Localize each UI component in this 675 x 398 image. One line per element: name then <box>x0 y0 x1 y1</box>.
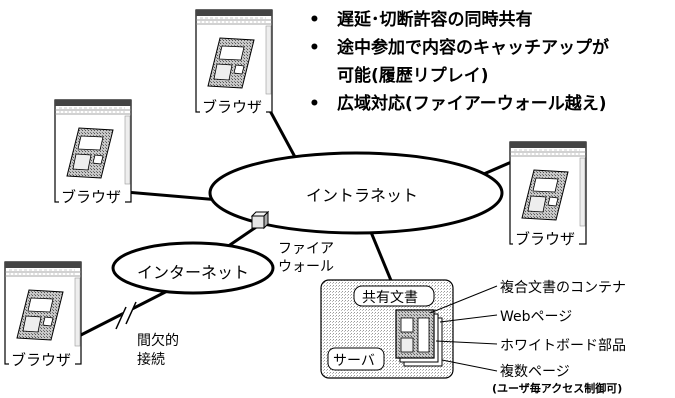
annotation-container: 複合文書のコンテナ <box>500 280 626 296</box>
firewall-label-2: ウォール <box>278 259 334 275</box>
server-label: サーバ <box>333 353 375 369</box>
bullet-icon: • <box>309 94 320 114</box>
compound-document-icon <box>395 309 443 367</box>
pointer-webpage <box>439 314 498 323</box>
browser-label-bottom: ブラウザ <box>11 351 72 369</box>
browser-label-bg-bottom <box>9 350 75 368</box>
feature-list: • 遅延･切断許容の同時共有 • 途中参加で内容のキャッチアップが 可能(履歴リプレ… <box>305 6 609 118</box>
pointer-whiteboard <box>435 340 498 345</box>
intranet-cloud <box>208 151 504 235</box>
pointer-pages <box>441 359 498 372</box>
intermittent-label-2: 接続 <box>137 352 165 368</box>
bullet-icon: • <box>309 38 320 58</box>
browser-label-left: ブラウザ <box>61 188 122 206</box>
feature-text: 可能(履歴リプレイ) <box>337 66 489 86</box>
intranet-label: イントラネット <box>306 186 419 205</box>
browser-label-bg-top <box>200 97 266 115</box>
feature-text: 途中参加で内容のキャッチアップが <box>337 38 609 58</box>
feature-item: • 広域対応(ファイアーウォール越え) <box>305 90 609 118</box>
firewall-icon <box>250 210 270 230</box>
break-gap <box>117 302 135 328</box>
annotation-access-control: (ユーザ毎アクセス制御可) <box>492 382 623 395</box>
annotation-webpage: Webページ <box>500 309 573 325</box>
browser-label-top: ブラウザ <box>202 98 263 116</box>
browser-label-bg-right <box>513 229 579 247</box>
feature-item: • 途中参加で内容のキャッチアップが <box>305 34 609 62</box>
shared-doc-label: 共有文書 <box>362 290 418 306</box>
annotation-multipage: 複数ページ <box>500 364 570 380</box>
link-browser-top-intranet <box>266 106 297 158</box>
intermittent-label-1: 間欠的 <box>137 333 179 349</box>
break-mark-1 <box>115 306 127 330</box>
server-tag <box>327 347 385 371</box>
firewall-label-1: ファイア <box>278 241 334 257</box>
feature-item-continued: 可能(履歴リプレイ) <box>305 62 609 90</box>
internet-cloud <box>111 241 275 295</box>
bullet-icon: • <box>309 10 320 30</box>
pointer-container <box>429 285 498 314</box>
feature-text: 広域対応(ファイアーウォール越え) <box>337 94 607 114</box>
break-mark-2 <box>125 301 137 325</box>
annotation-whiteboard: ホワイトボード部品 <box>500 338 626 354</box>
feature-item: • 遅延･切断許容の同時共有 <box>305 6 609 34</box>
browser-label-right: ブラウザ <box>515 230 576 248</box>
browser-label-bg-left <box>59 187 125 205</box>
feature-text: 遅延･切断許容の同時共有 <box>337 10 533 30</box>
internet-label: インターネット <box>137 263 250 282</box>
shared-doc-tag <box>353 285 435 307</box>
